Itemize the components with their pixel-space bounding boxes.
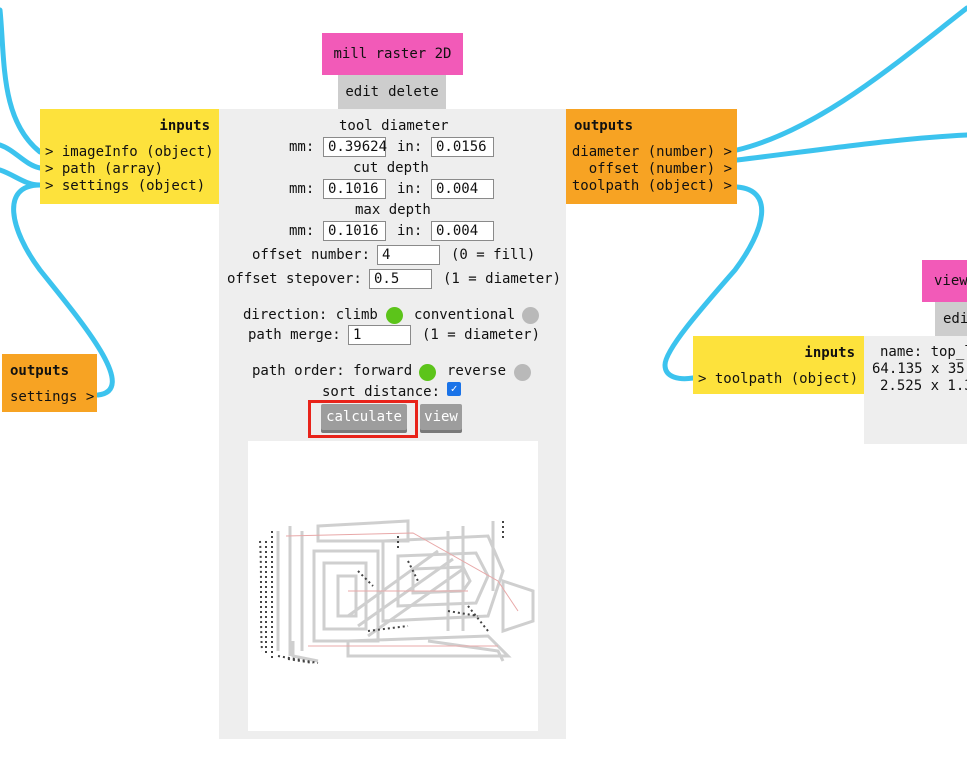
reverse-radio[interactable] [514, 364, 531, 381]
tool-diameter-in-label: in: [397, 139, 423, 155]
sort-distance-label: sort distance: [322, 384, 441, 400]
cut-depth-in-label: in: [397, 181, 423, 197]
checkmark-icon: ✓ [450, 382, 458, 395]
outputs-panel: outputs diameter (number) > offset (numb… [566, 109, 737, 204]
reverse-label: reverse [447, 363, 507, 379]
offset-stepover-hint: (1 = diameter) [443, 271, 562, 287]
delete-button[interactable]: delete [388, 84, 439, 100]
output-port-settings[interactable]: settings > [10, 389, 95, 405]
input-port-path[interactable]: > path (array) [45, 161, 164, 177]
edit-button[interactable]: edit [345, 84, 380, 100]
conventional-radio[interactable] [522, 307, 539, 324]
max-depth-mm-label: mm: [289, 223, 315, 239]
inputs-panel: inputs > imageInfo (object) > path (arra… [40, 109, 219, 204]
view-module-title[interactable]: view [922, 260, 967, 302]
cut-depth-mm-input[interactable]: 0.1016 [323, 179, 386, 199]
tool-diameter-mm-label: mm: [289, 139, 315, 155]
toolpath-preview-graphic [259, 519, 535, 664]
module-title[interactable]: mill raster 2D [322, 33, 463, 75]
input-port-imageinfo[interactable]: > imageInfo (object) [45, 144, 214, 160]
offset-number-label: offset number: [252, 247, 371, 263]
settings-outputs-header: outputs [10, 363, 70, 379]
view-inputs-header: inputs [804, 345, 855, 361]
inputs-header: inputs [159, 118, 210, 134]
path-merge-hint: (1 = diameter) [422, 327, 541, 343]
view-info-in: 2.525 x 1.3 [880, 378, 967, 394]
max-depth-label: max depth [355, 202, 431, 218]
path-merge-input[interactable]: 1 [348, 325, 411, 345]
tool-diameter-mm-input[interactable]: 0.39624 [323, 137, 387, 157]
view-info-mm: 64.135 x 35. [872, 361, 967, 377]
input-port-settings[interactable]: > settings (object) [45, 178, 206, 194]
direction-label: direction: climb [243, 307, 378, 323]
edit-delete-bar: edit delete [338, 75, 446, 109]
max-depth-in-input[interactable]: 0.004 [431, 221, 494, 241]
tool-diameter-in-input[interactable]: 0.0156 [431, 137, 494, 157]
cut-depth-label: cut depth [353, 160, 429, 176]
path-merge-label: path merge: [248, 327, 341, 343]
climb-radio[interactable] [386, 307, 403, 324]
path-order-label: path order: forward [252, 363, 413, 379]
view-button[interactable]: view [420, 404, 462, 430]
sort-distance-checkbox[interactable]: ✓ [447, 382, 461, 396]
output-port-toolpath[interactable]: toolpath (object) > [571, 178, 732, 194]
cut-depth-in-input[interactable]: 0.004 [431, 179, 494, 199]
offset-number-input[interactable]: 4 [377, 245, 440, 265]
offset-stepover-input[interactable]: 0.5 [369, 269, 432, 289]
view-button-label: view [424, 409, 458, 425]
view-module-edit-bar: edi [935, 302, 967, 336]
view-module-title-text: view [934, 273, 967, 289]
tool-diameter-label: tool diameter [339, 118, 449, 134]
view-edit-button[interactable]: edi [943, 311, 967, 327]
offset-number-hint: (0 = fill) [451, 247, 536, 263]
max-depth-in-label: in: [397, 223, 423, 239]
output-port-diameter[interactable]: diameter (number) > [571, 144, 732, 160]
output-port-offset[interactable]: offset (number) > [588, 161, 732, 177]
conventional-label: conventional [414, 307, 516, 323]
toolpath-preview [248, 441, 538, 731]
calculate-button-label: calculate [326, 409, 402, 425]
module-title-text: mill raster 2D [333, 46, 452, 62]
cut-depth-mm-label: mm: [289, 181, 315, 197]
forward-radio[interactable] [419, 364, 436, 381]
calculate-button[interactable]: calculate [321, 404, 407, 430]
view-info-name: name: top_l [880, 344, 967, 360]
view-inputs-panel: inputs > toolpath (object) [693, 336, 864, 394]
view-module-panel: name: top_l 64.135 x 35. 2.525 x 1.3 [864, 336, 967, 444]
input-port-toolpath[interactable]: > toolpath (object) [698, 371, 859, 387]
outputs-header: outputs [574, 118, 634, 134]
offset-stepover-label: offset stepover: [227, 271, 362, 287]
max-depth-mm-input[interactable]: 0.1016 [323, 221, 386, 241]
settings-outputs-panel: outputs settings > [2, 354, 97, 412]
